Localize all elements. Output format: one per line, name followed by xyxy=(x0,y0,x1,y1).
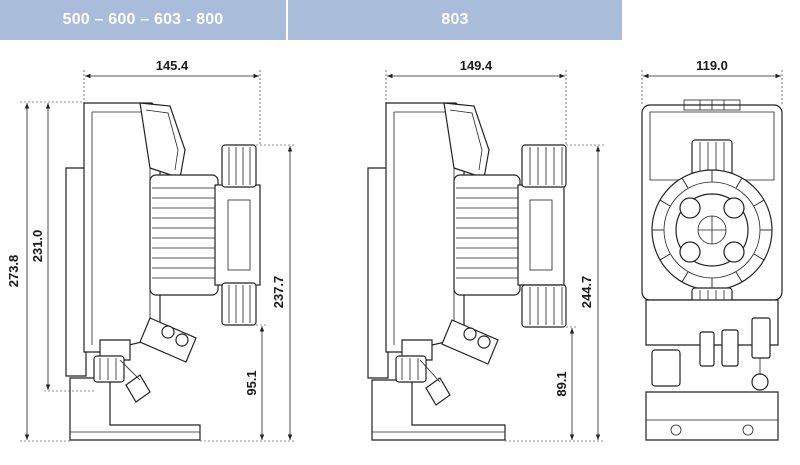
dim-left-total-height: 273.8 xyxy=(6,255,21,288)
dim-left-width: 145.4 xyxy=(156,58,189,73)
dim-803-ports-height: 244.7 xyxy=(579,276,594,309)
side-view-803 xyxy=(367,102,567,441)
side-view-left xyxy=(65,102,261,441)
header-right-label: 803 xyxy=(441,11,469,28)
dim-front-width: 119.0 xyxy=(696,58,728,73)
dim-803-width: 149.4 xyxy=(460,58,493,73)
header-model-803: 803 xyxy=(288,0,622,40)
header-left-label: 500 – 600 – 603 - 800 xyxy=(62,11,224,28)
header-models-500-600-603-800: 500 – 600 – 603 - 800 xyxy=(0,0,286,40)
dim-803-outlet-height: 89.1 xyxy=(554,371,569,396)
dim-left-outlet-height: 95.1 xyxy=(244,370,259,395)
dim-left-body-height: 231.0 xyxy=(30,230,45,263)
dim-left-ports-height: 237.7 xyxy=(271,276,286,309)
dimensions-left: 145.4 273.8 231.0 237.7 95.1 xyxy=(6,58,296,442)
dimensions-803: 149.4 244.7 89.1 xyxy=(385,58,604,442)
dimensions-front: 119.0 xyxy=(641,58,783,105)
front-view xyxy=(641,99,783,441)
